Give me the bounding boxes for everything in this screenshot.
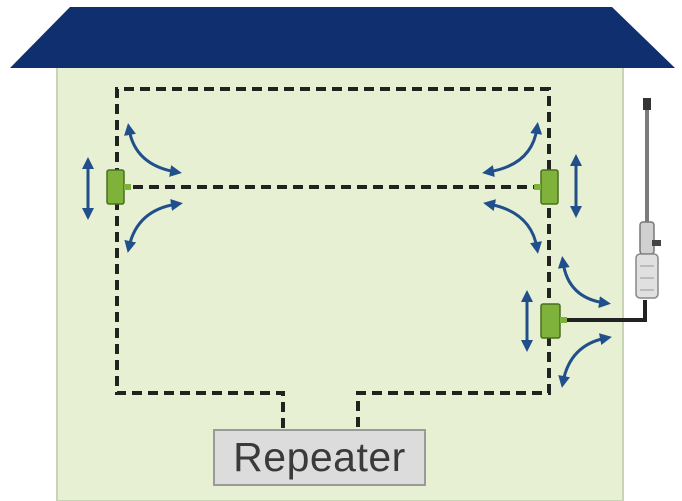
coax-cable-network [115, 87, 551, 428]
antenna-cable [560, 300, 647, 322]
splitter-left [106, 169, 131, 205]
signal-arrow-icon [482, 122, 543, 177]
repeater-box: Repeater [213, 429, 426, 486]
antenna-icon [635, 98, 661, 299]
splitter-right-bottom [540, 303, 567, 339]
splitter-right-top [534, 169, 559, 205]
house-roof [10, 7, 675, 68]
signal-arrow-icon [483, 199, 542, 254]
signal-arrow-icon [558, 333, 612, 388]
signal-arrow-icon [557, 256, 611, 309]
signal-arrow-icon [124, 123, 182, 177]
repeater-label: Repeater [233, 434, 406, 480]
signal-arrow-icon [124, 198, 183, 253]
